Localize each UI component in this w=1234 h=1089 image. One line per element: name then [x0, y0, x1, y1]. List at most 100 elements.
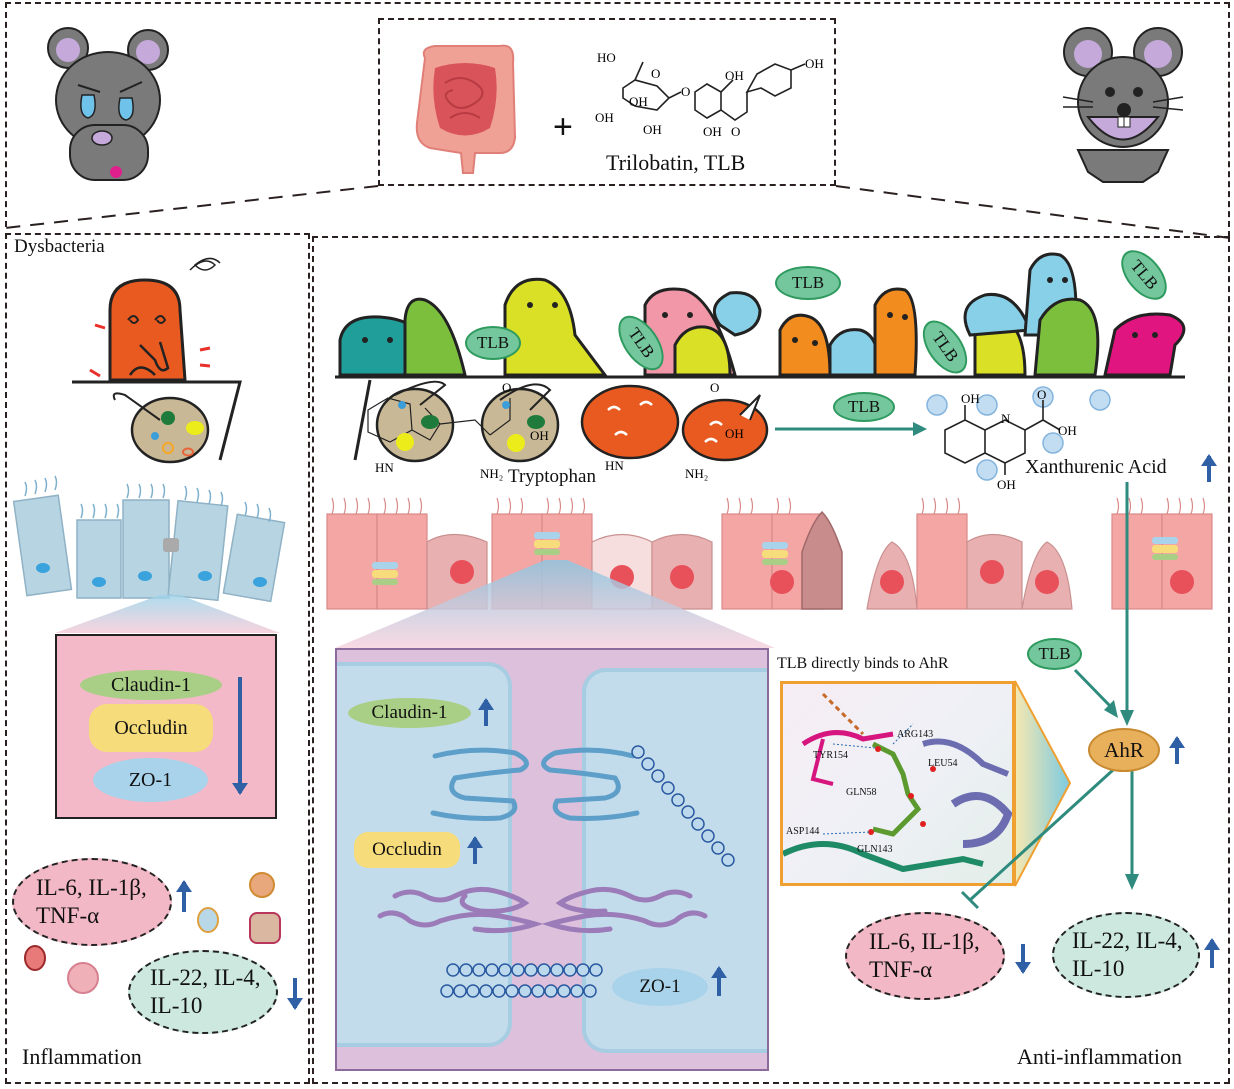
zo-1-bead	[570, 984, 584, 998]
svg-text:O: O	[651, 66, 660, 81]
claudin-strand	[541, 747, 640, 821]
svg-text:OH: OH	[530, 428, 549, 443]
svg-text:HO: HO	[597, 50, 616, 65]
svg-text:OH: OH	[725, 426, 744, 441]
connector-lines	[4, 185, 1231, 239]
zo-1-bead	[589, 963, 603, 977]
sad-mouse-illustration	[47, 27, 169, 181]
zo-1-label-left: ZO-1	[93, 758, 208, 802]
occludin-label-right: Occludin	[354, 832, 460, 868]
protein-ligand-render	[783, 692, 1012, 873]
cytokine-line-2: IL-10	[150, 993, 203, 1018]
svg-text:NH₂: NH₂	[480, 466, 503, 481]
occludin-up-arrow	[467, 836, 483, 864]
zo-1-bead	[631, 745, 645, 759]
zo-1-bead	[440, 984, 454, 998]
zo-1-bead	[721, 853, 735, 867]
tryptophan-illustration: HN NH₂ O OH HN NH₂ O OH	[353, 379, 769, 481]
zo-1-bead	[472, 963, 486, 977]
zo-1-label-right: ZO-1	[612, 968, 708, 1006]
cytokine-line-1: IL-22, IL-4,	[150, 965, 261, 990]
claudin-1-up-arrow	[478, 698, 494, 726]
tear-left	[80, 94, 96, 119]
zo-1-bead	[524, 963, 538, 977]
zo-1-up-arrow	[711, 966, 727, 996]
zo-1-bead	[641, 757, 655, 771]
residue-label: GLN143	[857, 844, 893, 855]
tlb-badge: TLB	[465, 326, 521, 360]
cytokine-line-1: IL-6, IL-1β,	[869, 929, 980, 954]
conversion-arrow	[775, 422, 927, 436]
residue-label: LEU54	[928, 758, 958, 769]
docking-title: TLB directly binds to AhR	[777, 655, 949, 672]
xanthurenic-acid-up-arrow	[1201, 454, 1217, 482]
header-center-box	[378, 18, 836, 186]
cytokine-line-2: TNF-α	[869, 957, 933, 982]
svg-text:N: N	[1001, 411, 1011, 426]
cytokine-particles-left	[24, 872, 281, 994]
svg-text:OH: OH	[725, 68, 744, 83]
xanthurenic-acid-structure: OH N O OH OH	[926, 386, 1111, 492]
residue-label: ARG143	[897, 729, 934, 740]
occludin-strand	[377, 910, 544, 934]
zo-1-bead	[511, 963, 525, 977]
svg-text:NH₂: NH₂	[685, 466, 708, 481]
zo-1-bead	[446, 963, 460, 977]
tight-junction-down-arrow	[232, 677, 248, 795]
zo-1-bead	[479, 984, 493, 998]
plus-sign: +	[553, 108, 573, 146]
ahr-up-arrow	[1169, 736, 1185, 764]
ahr-tlb-badge: TLB	[1027, 638, 1082, 670]
outer-frame	[5, 2, 1230, 1084]
right-panel-frame	[312, 236, 1230, 1084]
cytokine-line-2: TNF-α	[36, 903, 100, 928]
anti-cytokine-up-arrow-right	[1204, 938, 1220, 968]
zo-1-bead	[505, 984, 519, 998]
pro-inflammatory-cytokines-left: IL-6, IL-1β, TNF-α	[12, 858, 172, 946]
left-panel-frame	[5, 233, 310, 1084]
inflammation-footer: Inflammation	[22, 1044, 142, 1069]
zo-1-bead	[466, 984, 480, 998]
trilobatin-structure: HO O O OH OH OH OH OH O OH	[595, 50, 824, 139]
occludin-label-left: Occludin	[89, 704, 213, 752]
happy-mouse-illustration	[1062, 27, 1184, 183]
tlb-badge: TLB	[775, 266, 841, 300]
svg-text:O: O	[1037, 387, 1046, 402]
zo-1-bead	[563, 963, 577, 977]
occludin-strand	[541, 910, 708, 934]
svg-text:O: O	[731, 124, 740, 139]
zo-1-bead	[537, 963, 551, 977]
anti-cytokine-down-arrow-left	[287, 978, 303, 1010]
zo-1-bead	[557, 984, 571, 998]
zo-1-bead	[701, 829, 715, 843]
zoom-wedge-right	[335, 560, 775, 648]
pro-cytokine-down-arrow-right	[1015, 944, 1031, 974]
healthy-epithelium-illustration	[326, 497, 1213, 610]
pro-inflammatory-cytokines-right: IL-6, IL-1β, TNF-α	[845, 912, 1005, 1000]
svg-text:HN: HN	[605, 458, 624, 473]
occludin-strand	[392, 886, 530, 914]
zoom-wedge-left	[55, 595, 280, 633]
intestine-illustration	[415, 44, 517, 174]
zo-1-bead	[681, 805, 695, 819]
svg-text:OH: OH	[997, 477, 1016, 492]
zo-1-bead	[671, 793, 685, 807]
zo-1-bead	[459, 963, 473, 977]
zo-1-bead	[453, 984, 467, 998]
dysbacteria-bacterium-illustration	[72, 257, 242, 464]
svg-text:HN: HN	[375, 460, 394, 475]
tear-right	[118, 97, 134, 121]
pro-cytokine-up-arrow-left	[176, 880, 192, 912]
residue-label: ASP144	[786, 826, 820, 837]
zo-1-bead	[485, 963, 499, 977]
svg-text:OH: OH	[595, 110, 614, 125]
zo-1-bead	[550, 963, 564, 977]
zo-1-bead	[498, 963, 512, 977]
zo-1-bead	[583, 984, 597, 998]
anti-inflammatory-cytokines-right: IL-22, IL-4, IL-10	[1052, 912, 1200, 998]
zo-1-bead	[576, 963, 590, 977]
svg-text:OH: OH	[629, 94, 648, 109]
healthy-microbiota-illustration	[335, 252, 1186, 379]
xanthurenic-acid-label: Xanthurenic Acid	[1025, 456, 1167, 478]
dysbacteria-title: Dysbacteria	[14, 236, 105, 257]
